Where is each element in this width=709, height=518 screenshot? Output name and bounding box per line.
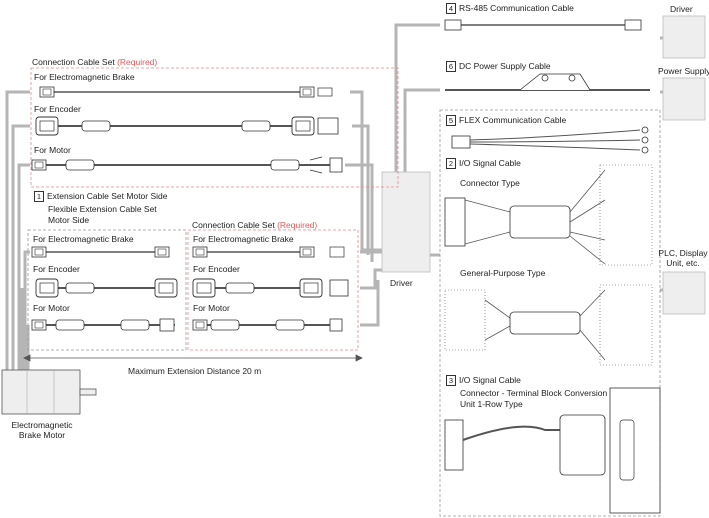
bottom-brake-label: For Electromagnetic Brake xyxy=(193,234,294,244)
driver-label-top: Driver xyxy=(670,4,693,14)
power-supply-box xyxy=(662,77,706,121)
bottom-encoder-cable xyxy=(192,278,349,298)
io-text: I/O Signal Cable xyxy=(459,158,521,168)
rs485-num: 4 xyxy=(446,3,456,14)
ext-motor-label: For Motor xyxy=(33,303,70,313)
ext-brake-label: For Electromagnetic Brake xyxy=(33,234,134,244)
dc-power-cable xyxy=(445,73,650,91)
extension-num: 1 xyxy=(34,191,44,202)
connection-set-top-box xyxy=(30,67,399,188)
top-brake-cable xyxy=(39,86,333,98)
connection-set-top-title: Connection Cable Set (Required) xyxy=(32,57,157,67)
max-distance-label: Maximum Extension Distance 20 m xyxy=(128,366,262,376)
io-terminal-line2: Connector - Terminal Block Conversion xyxy=(460,388,608,398)
connection-set-bottom-required: (Required) xyxy=(277,220,318,230)
io-general-cable xyxy=(444,284,653,366)
plc-label: PLC, Display Unit, etc. xyxy=(658,248,708,268)
top-motor-cable xyxy=(31,156,343,174)
driver-box-center xyxy=(381,171,431,273)
plc-box xyxy=(662,271,706,315)
connection-set-top-required: (Required) xyxy=(117,57,158,67)
connection-set-top-text: Connection Cable Set xyxy=(32,57,115,67)
flex-num: 5 xyxy=(446,115,456,126)
io-num: 2 xyxy=(446,158,456,169)
top-encoder-cable xyxy=(35,116,339,136)
flex-cable xyxy=(451,126,649,154)
general-type-label: General-Purpose Type xyxy=(460,268,546,278)
extension-line3: Motor Side xyxy=(48,215,90,225)
motor-label: Electromagnetic Brake Motor xyxy=(0,420,84,440)
io-terminal-line3: Unit 1-Row Type xyxy=(460,399,523,409)
power-supply-label: Power Supply xyxy=(658,66,709,76)
plc-label-line2: Unit, etc. xyxy=(666,258,700,268)
bottom-motor-label: For Motor xyxy=(193,303,230,313)
motor-label-line1: Electromagnetic xyxy=(11,420,73,430)
driver-center-label: Driver xyxy=(390,278,413,288)
flex-text: FLEX Communication Cable xyxy=(459,115,567,125)
brake-motor xyxy=(1,369,97,415)
dc-power-text: DC Power Supply Cable xyxy=(459,61,551,71)
rs485-text: RS-485 Communication Cable xyxy=(459,3,574,13)
extension-line2: Flexible Extension Cable Set xyxy=(48,204,157,214)
top-brake-label: For Electromagnetic Brake xyxy=(34,72,135,82)
top-encoder-label: For Encoder xyxy=(34,104,81,114)
connection-set-bottom-box xyxy=(187,229,359,351)
bottom-encoder-label: For Encoder xyxy=(193,264,240,274)
io-cables-box xyxy=(439,109,661,517)
motor-label-line2: Brake Motor xyxy=(18,430,66,440)
bottom-brake-cable xyxy=(192,246,345,258)
bottom-motor-cable xyxy=(192,318,343,332)
extension-line1: Extension Cable Set Motor Side xyxy=(47,191,168,201)
ext-encoder-cable xyxy=(35,278,178,298)
connector-type-label: Connector Type xyxy=(460,178,520,188)
io-terminal-num: 3 xyxy=(446,375,456,386)
connection-set-bottom-text: Connection Cable Set xyxy=(192,220,275,230)
plc-label-line1: PLC, Display xyxy=(658,248,708,258)
ext-encoder-label: For Encoder xyxy=(33,264,80,274)
connection-set-bottom-title: Connection Cable Set (Required) xyxy=(192,220,317,230)
extension-set-box xyxy=(27,229,187,351)
max-distance-arrow xyxy=(23,354,363,362)
driver-box-top xyxy=(662,15,706,59)
io-terminal-text: I/O Signal Cable xyxy=(459,375,521,385)
dc-power-num: 6 xyxy=(446,61,456,72)
rs485-cable xyxy=(444,19,642,31)
io-connector-cable xyxy=(444,164,653,266)
top-motor-label: For Motor xyxy=(34,145,71,155)
io-terminal-cable xyxy=(444,387,661,514)
ext-brake-cable xyxy=(31,246,170,258)
ext-motor-cable xyxy=(31,318,175,332)
